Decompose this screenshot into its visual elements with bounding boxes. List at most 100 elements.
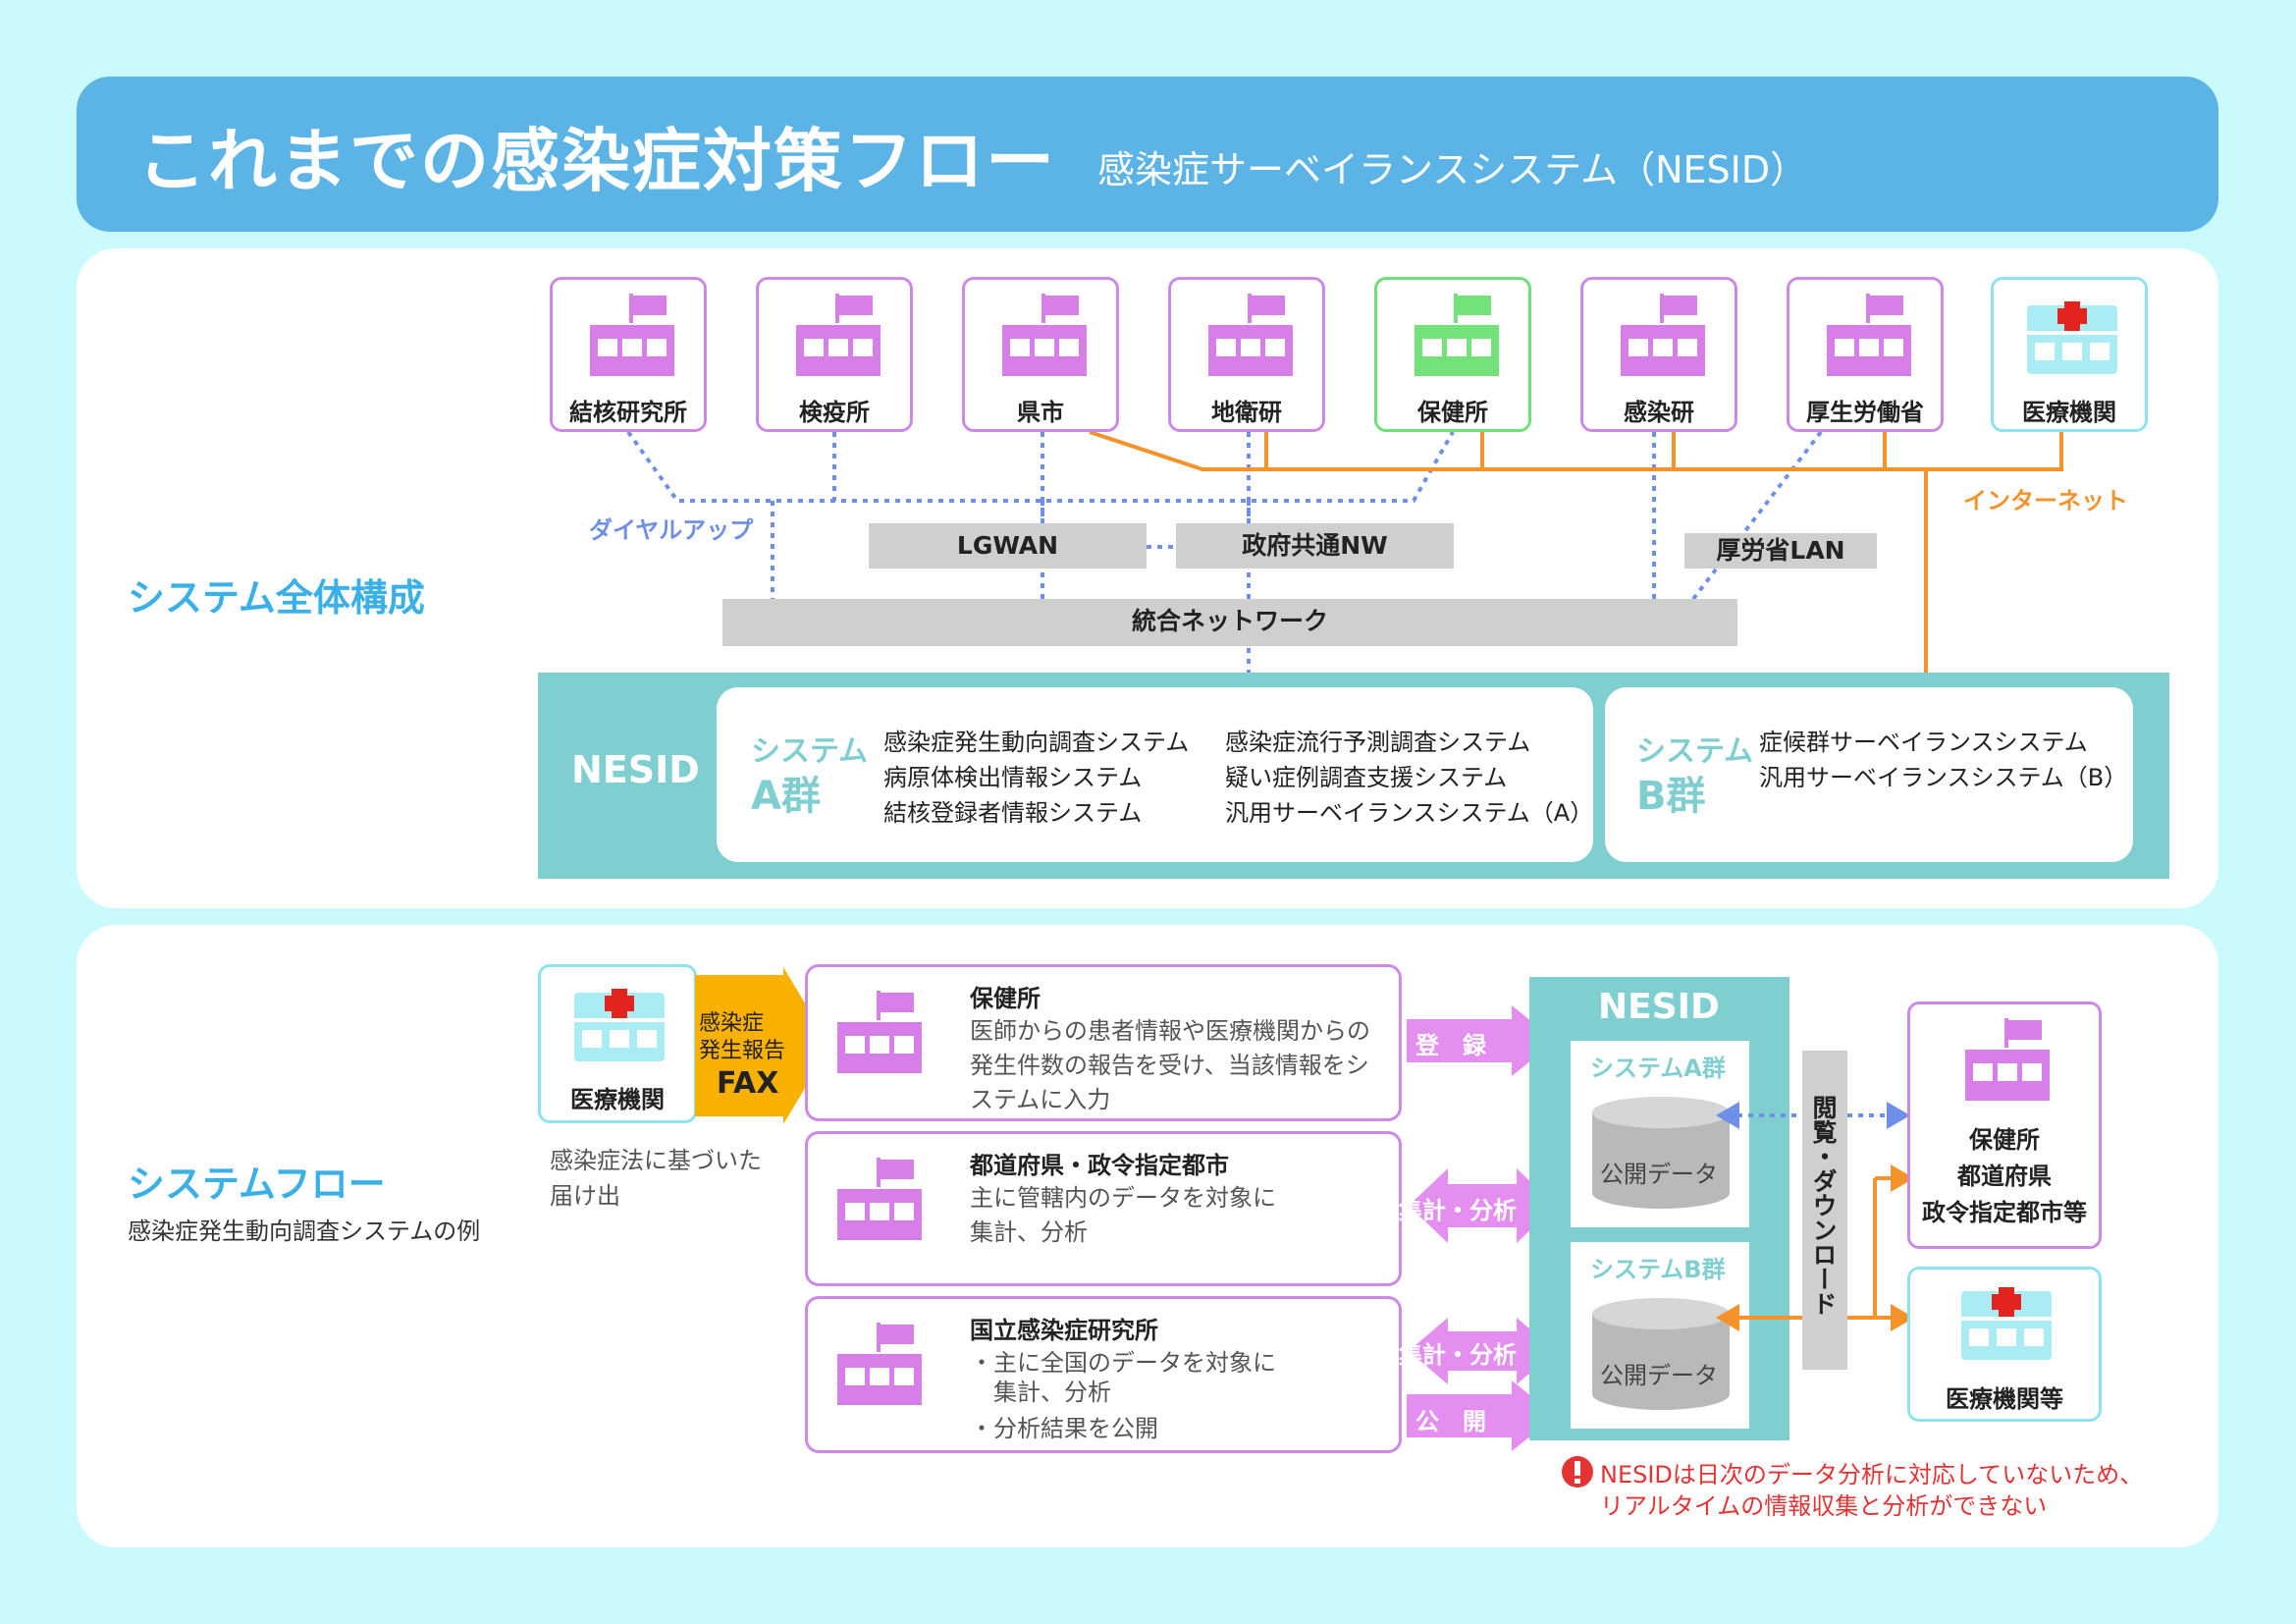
facility-label: 医療機関 [2022, 399, 2116, 426]
download-label: 閲覧・ダウンロード [1809, 1095, 1838, 1316]
target-health-center: 保健所 都道府県 政令指定都市等 [1907, 1001, 2102, 1249]
system-item: 結核登録者情報システム [883, 799, 1143, 827]
building-icon [1208, 294, 1293, 376]
building-icon [1621, 294, 1705, 376]
flow-box-health-center: 保健所 医師からの患者情報や医療機関からの 発生件数の報告を受け、当該情報をシ … [805, 964, 1402, 1121]
download-bar [1802, 1051, 1847, 1370]
database-icon [1592, 1097, 1730, 1209]
flow-title: 国立感染症研究所 [970, 1317, 1158, 1344]
nesid-label: NESID [571, 748, 700, 791]
source-note-2: 届け出 [550, 1182, 620, 1210]
facility-label: 厚生労働省 [1806, 399, 1924, 426]
fax-arrow [695, 967, 830, 1124]
building-icon [1002, 294, 1087, 376]
warning-line-1: NESIDは日次のデータ分析に対応していないため、 [1600, 1461, 2144, 1489]
dialup-label: ダイヤルアップ [589, 516, 754, 544]
facility-quarantine: 検疫所 [756, 277, 913, 432]
db-b-label: 公開データ [1600, 1362, 1718, 1389]
flow-title: 保健所 [970, 985, 1041, 1012]
source-medical-label: 医療機関 [570, 1086, 665, 1113]
facility-label: 結核研究所 [569, 399, 687, 426]
facility-local-lab: 地衛研 [1168, 277, 1325, 432]
system-item: 感染症発生動向調査システム [883, 729, 1190, 756]
group-b-label-2: B群 [1636, 774, 1706, 819]
facility-label: 地衛研 [1211, 399, 1282, 426]
arrow-label-aggregate: 集計・分析 [1399, 1197, 1517, 1224]
building-icon [796, 294, 881, 376]
flow-desc: ステムに入力 [970, 1086, 1111, 1113]
facility-prefecture: 県市 [962, 277, 1119, 432]
hospital-icon [2027, 301, 2117, 374]
page-subtitle: 感染症サーベイランスシステム（NESID） [1097, 148, 1808, 191]
group-a-panel [717, 687, 1593, 862]
db-a-label: 公開データ [1600, 1161, 1718, 1188]
group-a-label-2: A群 [751, 774, 821, 819]
target-line: 政令指定都市等 [1922, 1199, 2087, 1226]
flow-desc: ・主に全国のデータを対象に [970, 1349, 1276, 1377]
building-icon [590, 294, 674, 376]
building-icon-green [1415, 294, 1499, 376]
facility-label: 県市 [1017, 399, 1064, 426]
building-icon [1965, 1018, 2050, 1101]
fax-line-2: 発生報告 [699, 1039, 786, 1063]
arrow-label-publish: 公 開 [1415, 1408, 1486, 1435]
database-icon [1592, 1298, 1730, 1410]
system-item: 症候群サーベイランスシステム [1759, 729, 2088, 756]
header-bar [77, 77, 2218, 232]
system-item: 病原体検出情報システム [883, 764, 1143, 791]
facility-niid: 感染研 [1580, 277, 1737, 432]
facility-label: 検疫所 [799, 399, 870, 426]
target-line: 保健所 [1969, 1126, 2040, 1154]
mhlw-lan-bar: 厚労省LAN [1684, 533, 1877, 568]
target-medical: 医療機関等 [1907, 1267, 2102, 1422]
fax-line-1: 感染症 [699, 1011, 765, 1036]
facility-label: 感染研 [1624, 399, 1694, 426]
db-b-title: システムB群 [1590, 1256, 1726, 1283]
building-icon [1827, 294, 1911, 376]
facility-medical: 医療機関 [1991, 277, 2148, 432]
section-sublabel-flow: 感染症発生動向調査システムの例 [128, 1218, 481, 1245]
flow-box-niid: 国立感染症研究所 ・主に全国のデータを対象に 集計、分析 ・分析結果を公開 [805, 1296, 1402, 1453]
gov-nw-bar: 政府共通NW [1176, 523, 1454, 568]
target-line: 医療機関等 [1946, 1385, 2063, 1413]
arrow-label-aggregate: 集計・分析 [1399, 1341, 1517, 1369]
hospital-icon [574, 989, 665, 1061]
flow-box-prefecture: 都道府県・政令指定都市 主に管轄内のデータを対象に 集計、分析 [805, 1131, 1402, 1286]
facility-mhlw: 厚生労働省 [1787, 277, 1944, 432]
flow-arrows [1407, 1005, 1556, 1451]
integrated-network-bar: 統合ネットワーク [722, 599, 1737, 646]
hospital-icon [1961, 1287, 2052, 1360]
facility-label: 保健所 [1417, 399, 1488, 426]
warning-line-2: リアルタイムの情報収集と分析ができない [1600, 1492, 2048, 1520]
page-title: これまでの感染症対策フロー [137, 121, 1056, 201]
system-item: 汎用サーベイランスシステム（B） [1759, 764, 2128, 791]
lgwan-bar: LGWAN [869, 523, 1147, 568]
exclamation-icon [1562, 1456, 1593, 1488]
building-icon [837, 1158, 922, 1240]
flow-desc: 集計、分析 [970, 1218, 1088, 1246]
facility-tb-institute: 結核研究所 [550, 277, 707, 432]
system-item: 感染症流行予測調査システム [1225, 729, 1531, 756]
building-icon [837, 991, 922, 1073]
flow-desc: 医師からの患者情報や医療機関からの [970, 1017, 1370, 1045]
system-item: 疑い症例調査支援システム [1225, 764, 1508, 791]
fax-line-3: FAX [717, 1066, 779, 1101]
flow-desc: 発生件数の報告を受け、当該情報をシ [970, 1052, 1369, 1079]
db-a-title: システムA群 [1590, 1055, 1726, 1082]
download-arrows [1716, 1102, 1914, 1331]
group-b-label-1: システム [1636, 734, 1754, 769]
group-a-label-1: システム [751, 734, 869, 769]
section-label-flow: システムフロー [128, 1163, 386, 1206]
flow-desc: 主に管轄内のデータを対象に [970, 1184, 1276, 1212]
section-label-overview: システム全体構成 [128, 576, 425, 620]
flow-desc: ・分析結果を公開 [970, 1415, 1158, 1442]
source-note-1: 感染症法に基づいた [550, 1147, 762, 1174]
flow-desc: 集計、分析 [970, 1379, 1111, 1406]
arrow-label-register: 登 録 [1415, 1032, 1486, 1059]
group-b-panel [1605, 687, 2133, 862]
internet-label: インターネット [1963, 487, 2128, 514]
building-icon [837, 1323, 922, 1405]
nesid-block-label: NESID [1598, 987, 1720, 1027]
facility-health-center: 保健所 [1374, 277, 1531, 432]
target-line: 都道府県 [1957, 1163, 2052, 1190]
